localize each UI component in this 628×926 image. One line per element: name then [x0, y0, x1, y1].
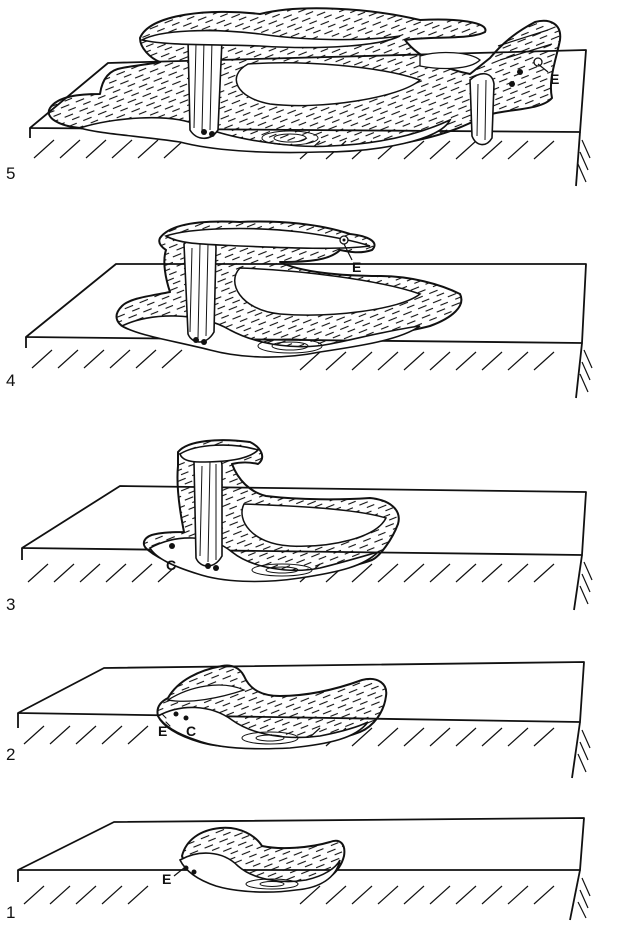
- stage-4: E 4: [6, 222, 592, 399]
- stage-3: C 3: [6, 440, 592, 614]
- stage-number-2: 2: [6, 745, 15, 764]
- colony-body: [144, 440, 399, 581]
- stage-number-5: 5: [6, 164, 15, 183]
- stage-1: E 1: [6, 818, 590, 922]
- callout-c: C: [166, 557, 176, 573]
- stage-number-4: 4: [6, 371, 15, 390]
- colony-body: [49, 8, 560, 152]
- stage-2: E C 2: [6, 662, 590, 778]
- stage-number-3: 3: [6, 595, 15, 614]
- callout-e: E: [352, 259, 361, 275]
- callout-e: E: [158, 723, 167, 739]
- callout-c: C: [186, 723, 196, 739]
- callout-e: E: [162, 871, 171, 887]
- slab-side-hatching: [32, 350, 592, 392]
- stage-number-1: 1: [6, 903, 15, 922]
- callout-e: E: [550, 71, 559, 87]
- stage-5: E 5: [6, 8, 590, 186]
